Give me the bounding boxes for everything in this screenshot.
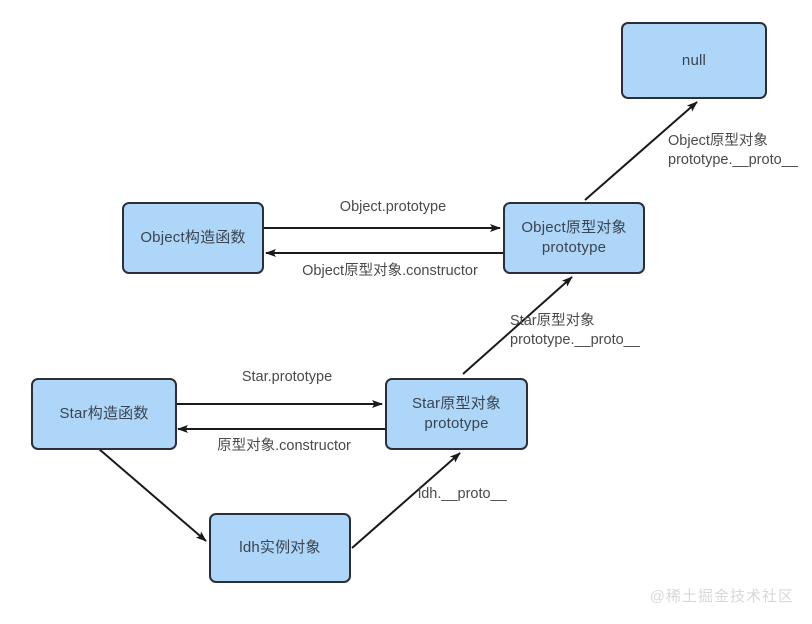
node-object-constructor[interactable]: Object构造函数 — [122, 202, 264, 274]
node-object-prototype[interactable]: Object原型对象 prototype — [503, 202, 645, 274]
edge-star-proto-to-object-proto — [462, 276, 573, 375]
node-ldh-instance[interactable]: ldh实例对象 — [209, 513, 351, 583]
edge-instance-to-star-proto — [351, 452, 461, 549]
edge-label-star-prototype: Star.prototype — [241, 369, 333, 385]
node-star-prototype[interactable]: Star原型对象 prototype — [385, 378, 528, 450]
edge-object-proto-to-null — [584, 101, 698, 201]
edge-label-ldh-proto: ldh.__proto__ — [418, 486, 507, 502]
edge-label-star-proto-constructor: 原型对象.constructor — [217, 438, 351, 454]
edge-label-object-proto-constructor: Object原型对象.constructor — [302, 263, 478, 279]
node-star-constructor[interactable]: Star构造函数 — [31, 378, 177, 450]
edge-label-star-proto-to-object-proto: Star原型对象 prototype.__proto__ — [510, 313, 640, 348]
edge-label-object-prototype: Object.prototype — [339, 199, 447, 215]
node-null[interactable]: null — [621, 22, 767, 99]
watermark: @稀土掘金技术社区 — [649, 588, 794, 605]
edge-star-ctor-to-instance — [98, 448, 207, 542]
edge-label-object-proto-to-null: Object原型对象 prototype.__proto__ — [668, 133, 798, 168]
